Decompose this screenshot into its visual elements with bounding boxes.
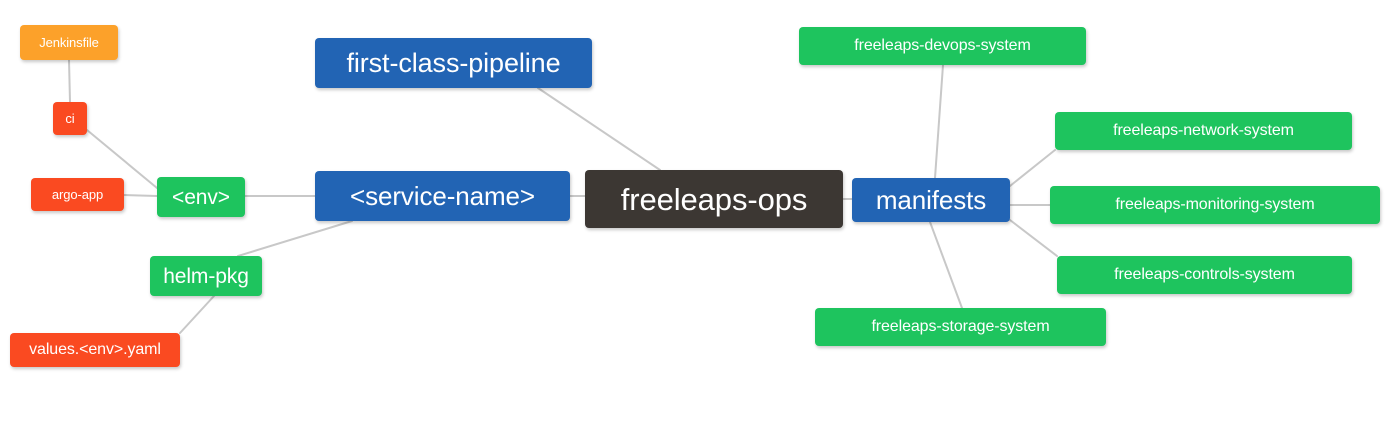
node-label-freeleaps-network-system: freeleaps-network-system	[1113, 122, 1294, 139]
edge-argo-app-to-env	[123, 194, 158, 197]
node-service-name[interactable]: <service-name>	[315, 171, 570, 221]
node-freeleaps-ops[interactable]: freeleaps-ops	[585, 170, 843, 228]
edge-jenkinsfile-to-ci	[68, 59, 71, 103]
node-first-class-pipeline[interactable]: first-class-pipeline	[315, 38, 592, 88]
node-label-freeleaps-storage-system: freeleaps-storage-system	[871, 318, 1050, 335]
node-label-service-name: <service-name>	[349, 181, 536, 211]
node-freeleaps-storage-system[interactable]: freeleaps-storage-system	[815, 308, 1106, 346]
node-argo-app[interactable]: argo-app	[31, 178, 124, 211]
node-label-freeleaps-controls-system: freeleaps-controls-system	[1114, 266, 1295, 283]
edge-values-yaml-to-helm-pkg	[179, 295, 215, 334]
node-label-manifests: manifests	[875, 185, 987, 215]
node-label-values-yaml: values.<env>.yaml	[29, 341, 161, 358]
node-freeleaps-network-system[interactable]: freeleaps-network-system	[1055, 112, 1352, 150]
node-freeleaps-devops-system[interactable]: freeleaps-devops-system	[799, 27, 1086, 65]
node-helm-pkg[interactable]: helm-pkg	[150, 256, 262, 296]
node-freeleaps-monitoring-system[interactable]: freeleaps-monitoring-system	[1050, 186, 1380, 224]
edge-manifests-to-freeleaps-network-system	[1009, 149, 1056, 187]
node-env[interactable]: <env>	[157, 177, 245, 217]
node-label-first-class-pipeline: first-class-pipeline	[346, 47, 561, 78]
node-jenkinsfile[interactable]: Jenkinsfile	[20, 25, 118, 60]
edge-first-class-pipeline-to-freeleaps-ops	[537, 87, 661, 171]
node-label-ci: ci	[65, 111, 75, 126]
node-label-jenkinsfile: Jenkinsfile	[39, 35, 99, 50]
node-label-helm-pkg: helm-pkg	[163, 264, 249, 288]
node-values-yaml[interactable]: values.<env>.yaml	[10, 333, 180, 367]
node-ci[interactable]: ci	[53, 102, 87, 135]
node-label-freeleaps-monitoring-system: freeleaps-monitoring-system	[1115, 196, 1315, 213]
edge-manifests-to-freeleaps-storage-system	[929, 221, 963, 309]
node-label-env: <env>	[172, 185, 230, 209]
edge-helm-pkg-to-service-name	[237, 220, 353, 257]
edge-manifests-to-freeleaps-controls-system	[1009, 219, 1058, 257]
node-label-argo-app: argo-app	[51, 187, 104, 202]
edge-manifests-to-freeleaps-devops-system	[934, 64, 944, 179]
node-manifests[interactable]: manifests	[852, 178, 1010, 222]
node-freeleaps-controls-system[interactable]: freeleaps-controls-system	[1057, 256, 1352, 294]
node-label-freeleaps-devops-system: freeleaps-devops-system	[854, 37, 1031, 54]
node-label-freeleaps-ops: freeleaps-ops	[620, 181, 808, 217]
